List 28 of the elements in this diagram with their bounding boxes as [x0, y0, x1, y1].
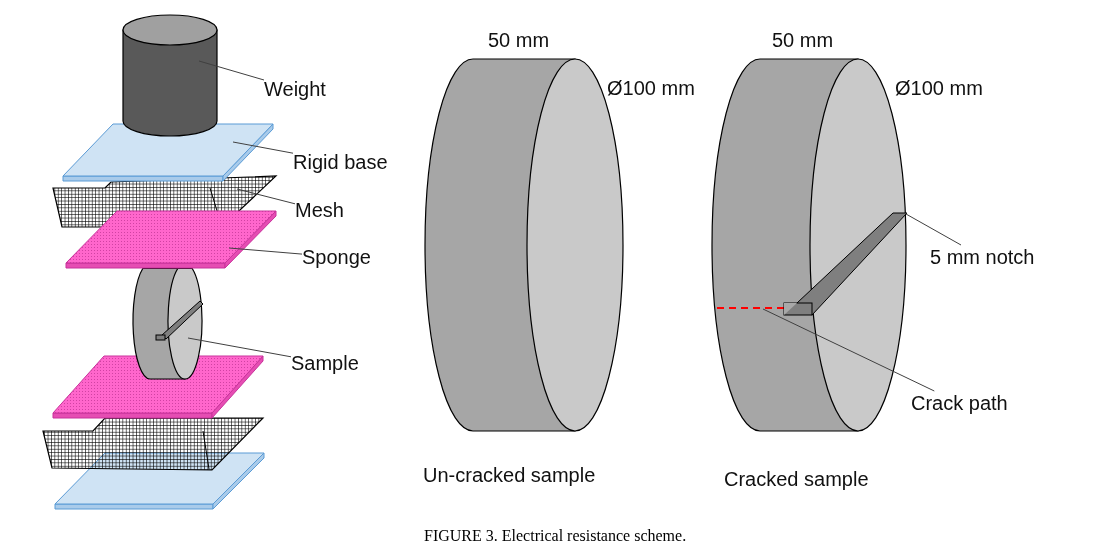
dimension-label: 50 mm [488, 28, 550, 52]
leader-line [228, 247, 303, 255]
part-label: Weight [264, 77, 326, 101]
dimension-label: Ø100 mm [607, 76, 695, 100]
part-label: 5 mm notch [930, 245, 1035, 269]
leader-line [905, 213, 962, 246]
sample-disc [132, 267, 204, 380]
sample-caption: Un-cracked sample [423, 463, 596, 487]
part-label: Sample [291, 351, 359, 375]
leader-line [232, 141, 294, 154]
crack-path-line [716, 307, 785, 309]
part-label: Mesh [295, 198, 344, 222]
leader-line [198, 60, 265, 81]
figure-caption: FIGURE 3. Electrical resistance scheme. [424, 526, 687, 546]
leader-line [187, 337, 292, 358]
dimension-label: Ø100 mm [895, 76, 983, 100]
dimension-label: 50 mm [772, 28, 834, 52]
wire-mesh [42, 417, 265, 471]
leader-line [236, 188, 296, 205]
notch [783, 212, 908, 316]
leader-line [762, 308, 935, 392]
part-label: Sponge [302, 245, 371, 269]
part-label: Crack path [911, 391, 1008, 415]
rigid-base-plate [62, 123, 274, 182]
sponge-pad [65, 210, 277, 269]
part-label: Rigid base [293, 150, 388, 174]
weight-cylinder [122, 14, 218, 137]
sample-caption: Cracked sample [724, 467, 869, 491]
